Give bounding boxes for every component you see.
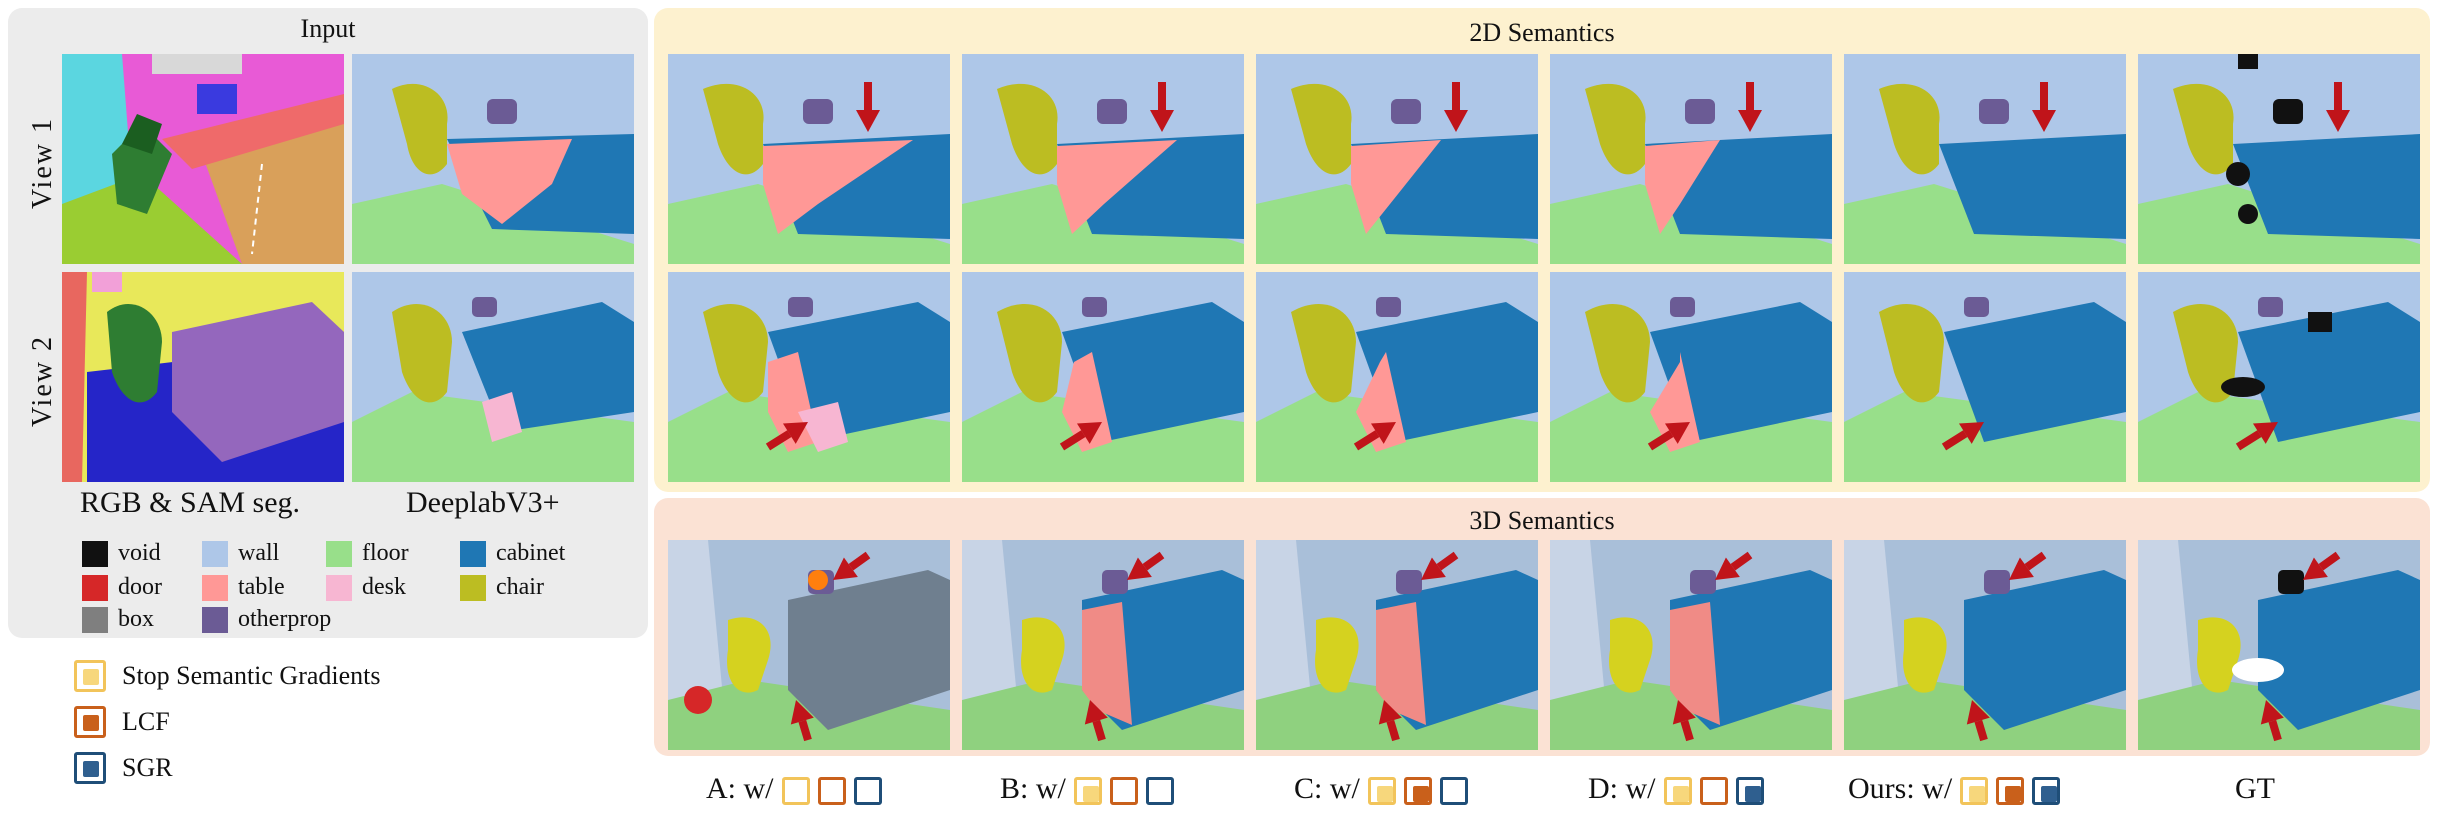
legend-cabinet: cabinet <box>460 540 565 567</box>
column-caption-a: A: w/ <box>706 772 882 806</box>
yellow-box-icon <box>1663 777 1692 806</box>
legend-table: table <box>202 574 285 601</box>
panel-3d-semantics <box>654 498 2430 756</box>
legend-swatch <box>202 606 228 633</box>
component-legend-ssg: Stop Semantic Gradients <box>74 660 381 692</box>
legend-swatch <box>460 574 486 601</box>
result-3d-c-image <box>1256 540 1538 750</box>
legend-wall: wall <box>202 540 279 567</box>
panel-3d-title: 3D Semantics <box>1469 506 1615 535</box>
yellow-box-icon <box>781 777 810 806</box>
legend-swatch <box>202 574 228 601</box>
rgb-sam-view1-image <box>62 54 344 264</box>
legend-swatch <box>82 540 108 567</box>
legend-swatch <box>82 574 108 601</box>
column-caption-c: C: w/ <box>1294 772 1468 806</box>
orange-box-icon <box>1996 777 2025 806</box>
yellow-box-icon <box>1960 777 1989 806</box>
result-v2-b-image <box>962 272 1244 482</box>
column-caption-b: B: w/ <box>1000 772 1174 806</box>
input-caption-deeplab: DeeplabV3+ <box>406 486 560 519</box>
blue-box-icon <box>853 777 882 806</box>
result-3d-d-image <box>1550 540 1832 750</box>
deeplab-view1-image <box>352 54 634 264</box>
result-3d-b-image <box>962 540 1244 750</box>
result-v1-ours-image <box>1844 54 2126 264</box>
legend-floor: floor <box>326 540 409 567</box>
blue-box-icon <box>1735 777 1764 806</box>
result-v2-a-image <box>668 272 950 482</box>
deeplab-view2-image <box>352 272 634 482</box>
legend-swatch <box>326 540 352 567</box>
orange-box-icon <box>74 706 106 738</box>
result-v1-d-image <box>1550 54 1832 264</box>
orange-box-icon <box>1699 777 1728 806</box>
column-caption-ours: Ours: w/ <box>1848 772 2061 806</box>
rgb-sam-view2-image <box>62 272 344 482</box>
result-v2-gt-image <box>2138 272 2420 482</box>
result-3d-a-image <box>668 540 950 750</box>
legend-swatch <box>326 574 352 601</box>
component-legend-sgr: SGR <box>74 752 173 784</box>
legend-swatch <box>460 540 486 567</box>
legend-otherprop: otherprop <box>202 606 331 633</box>
legend-swatch <box>82 606 108 633</box>
result-v1-a-image <box>668 54 950 264</box>
result-v2-d-image <box>1550 272 1832 482</box>
input-caption-rgb: RGB & SAM seg. <box>80 486 301 519</box>
result-v2-ours-image <box>1844 272 2126 482</box>
result-v1-gt-image <box>2138 54 2420 264</box>
yellow-box-icon <box>1367 777 1396 806</box>
legend-box: box <box>82 606 154 633</box>
result-v1-c-image <box>1256 54 1538 264</box>
legend-door: door <box>82 574 162 601</box>
blue-box-icon <box>2032 777 2061 806</box>
component-legend-lcf: LCF <box>74 706 170 738</box>
legend-desk: desk <box>326 574 406 601</box>
column-caption-d: D: w/ <box>1588 772 1764 806</box>
legend-swatch <box>202 540 228 567</box>
view-label-2: View 2 <box>27 335 58 427</box>
input-panel-title: Input <box>300 14 356 43</box>
column-caption-gt: GT <box>2235 772 2275 805</box>
result-3d-gt-image <box>2138 540 2420 750</box>
view-label-1: View 1 <box>27 117 58 209</box>
blue-box-icon <box>1439 777 1468 806</box>
legend-chair: chair <box>460 574 544 601</box>
yellow-box-icon <box>1073 777 1102 806</box>
panel-2d-semantics <box>654 8 2430 492</box>
blue-box-icon <box>1145 777 1174 806</box>
yellow-box-icon <box>74 660 106 692</box>
orange-box-icon <box>817 777 846 806</box>
panel-2d-title: 2D Semantics <box>1469 18 1615 47</box>
result-3d-ours-image <box>1844 540 2126 750</box>
legend-void: void <box>82 540 161 567</box>
result-v2-c-image <box>1256 272 1538 482</box>
blue-box-icon <box>74 752 106 784</box>
result-v1-b-image <box>962 54 1244 264</box>
orange-box-icon <box>1403 777 1432 806</box>
orange-box-icon <box>1109 777 1138 806</box>
